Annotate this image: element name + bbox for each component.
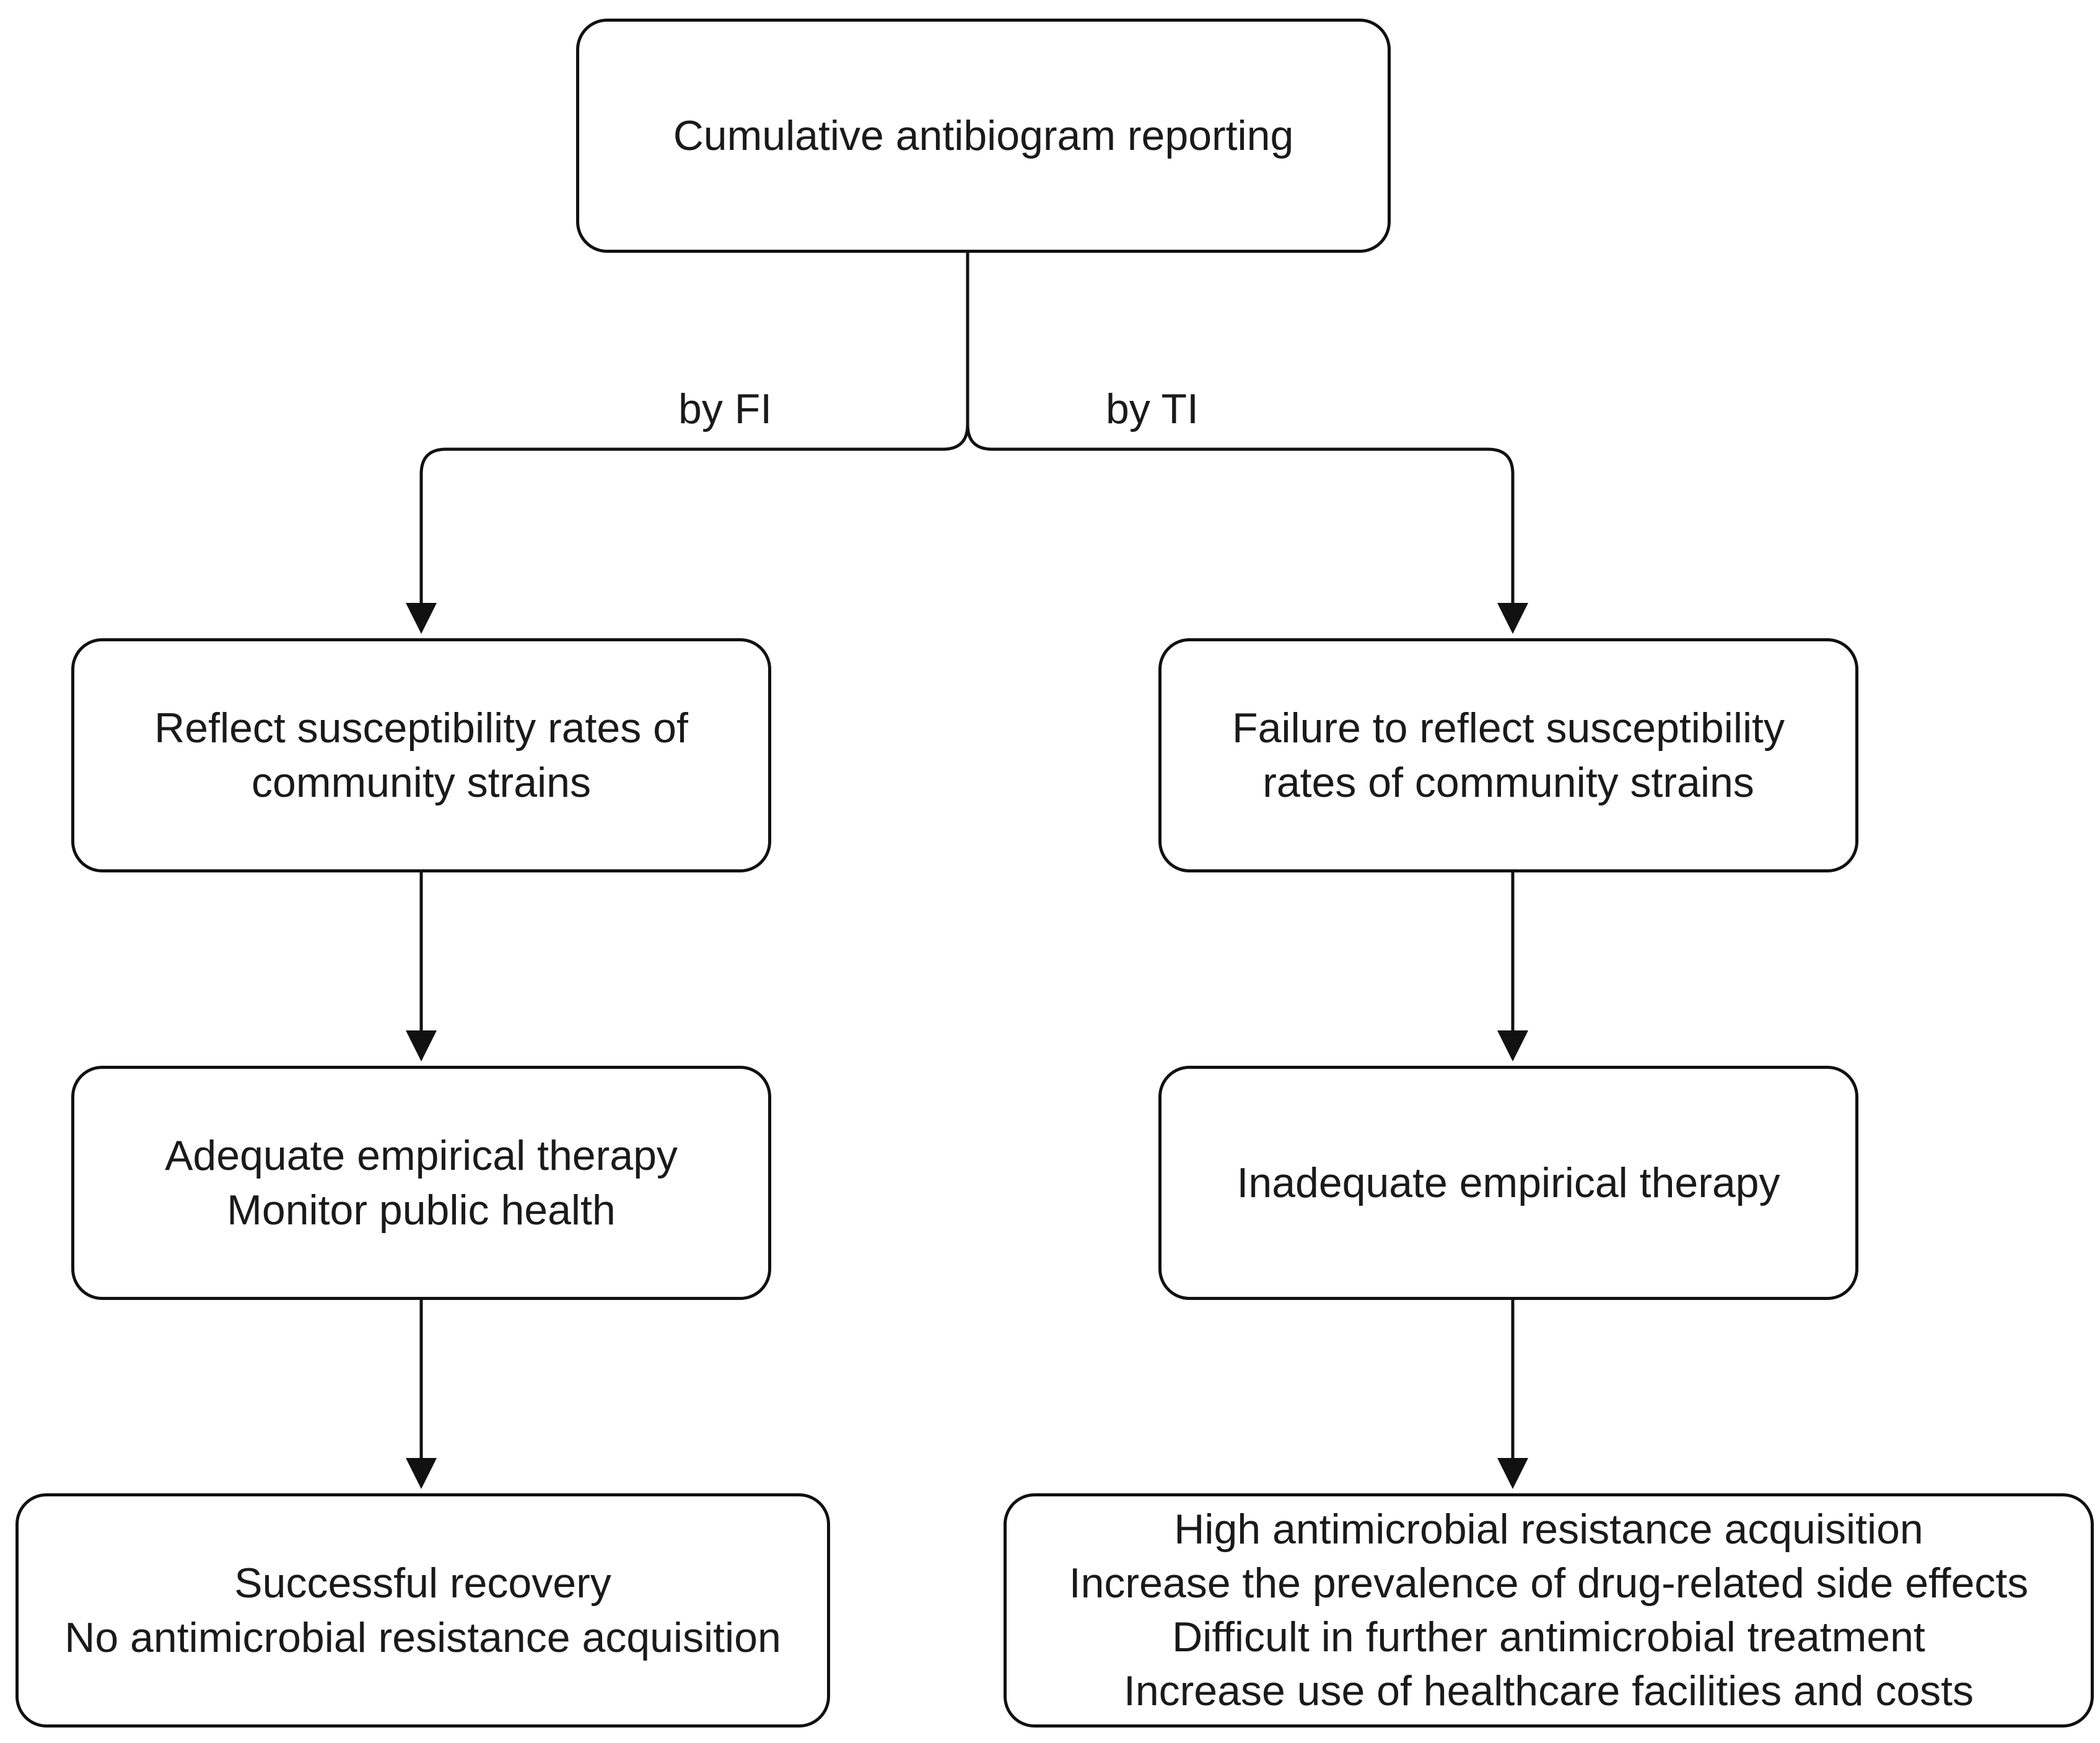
connector-root-to-left xyxy=(406,253,969,634)
node-line: Cumulative antibiogram reporting xyxy=(673,112,1294,159)
node-line: Successful recovery xyxy=(234,1560,611,1607)
node-line: No antimicrobial resistance acquisition xyxy=(64,1614,781,1661)
node-text: Adequate empirical therapy Monitor publi… xyxy=(165,1128,678,1237)
node-text: Inadequate empirical therapy xyxy=(1237,1156,1780,1210)
node-text: Reflect susceptibility rates of communit… xyxy=(154,701,688,810)
node-cumulative-antibiogram-reporting: Cumulative antibiogram reporting xyxy=(576,19,1391,253)
node-adequate-empirical-therapy: Adequate empirical therapy Monitor publi… xyxy=(71,1066,771,1300)
node-inadequate-empirical-therapy: Inadequate empirical therapy xyxy=(1158,1066,1858,1300)
node-line: Reflect susceptibility rates of xyxy=(154,705,688,752)
node-line: Monitor public health xyxy=(227,1187,616,1234)
node-line: Difficult in further antimicrobial treat… xyxy=(1172,1613,1925,1661)
node-successful-recovery: Successful recovery No antimicrobial res… xyxy=(15,1493,830,1728)
node-text: High antimicrobial resistance acquisitio… xyxy=(1069,1503,2029,1718)
node-line: community strains xyxy=(252,759,591,806)
edge-label-by-fi: by FI xyxy=(678,385,772,432)
node-text: Failure to reflect susceptibility rates … xyxy=(1232,701,1785,810)
node-line: rates of community strains xyxy=(1262,759,1754,806)
node-text: Cumulative antibiogram reporting xyxy=(673,108,1294,163)
node-reflect-susceptibility: Reflect susceptibility rates of communit… xyxy=(71,638,771,872)
connector-root-to-right xyxy=(966,424,1528,634)
edge-label-by-ti: by TI xyxy=(1106,385,1199,432)
node-line: Adequate empirical therapy xyxy=(165,1132,678,1179)
node-text: Successful recovery No antimicrobial res… xyxy=(64,1556,781,1665)
node-line: Inadequate empirical therapy xyxy=(1236,1159,1780,1206)
node-line: High antimicrobial resistance acquisitio… xyxy=(1174,1506,1923,1553)
node-line: Increase use of healthcare facilities an… xyxy=(1123,1667,1974,1714)
node-failure-to-reflect-susceptibility: Failure to reflect susceptibility rates … xyxy=(1158,638,1858,872)
node-high-antimicrobial-resistance: High antimicrobial resistance acquisitio… xyxy=(1004,1493,2094,1728)
node-line: Failure to reflect susceptibility xyxy=(1232,705,1785,752)
node-line: Increase the prevalence of drug-related … xyxy=(1069,1560,2029,1607)
